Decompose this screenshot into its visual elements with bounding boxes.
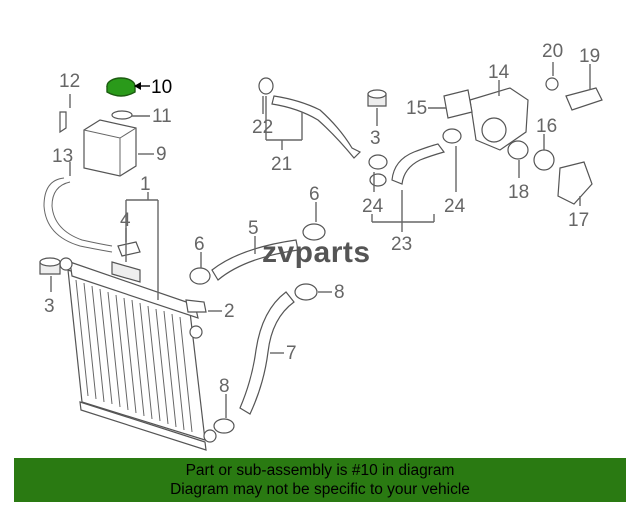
- label-part-3-left: 3: [44, 296, 55, 317]
- part-21-pipe: [271, 95, 362, 159]
- part-23-hose: [391, 143, 446, 185]
- part-18-gasket: [507, 140, 529, 160]
- label-part-24-right: 24: [444, 196, 466, 217]
- label-part-2: 2: [224, 301, 235, 322]
- label-part-21: 21: [271, 154, 292, 175]
- label-part-5: 5: [248, 218, 259, 239]
- label-part-1: 1: [140, 174, 151, 195]
- part-20-o-ring: [545, 77, 559, 91]
- label-part-3-right: 3: [370, 128, 381, 149]
- part-5-hose: [211, 239, 299, 281]
- label-part-18: 18: [508, 182, 529, 203]
- watermark-logo: zvparts: [262, 236, 371, 269]
- label-part-9: 9: [156, 144, 167, 165]
- part-7-lower-hose: [239, 291, 295, 415]
- parts-diagram: 1 2 3 3 4 5 6 6 7 8 8 9 10 11 12 13 14 1…: [39, 41, 603, 451]
- part-24-clamp-b: [442, 128, 462, 144]
- part-9-reservoir: [83, 119, 137, 177]
- part-8-clamp-b: [213, 418, 235, 434]
- label-part-24-left: 24: [362, 196, 384, 217]
- label-part-15: 15: [406, 98, 427, 119]
- part-6-clamp-b: [302, 223, 326, 241]
- footer-banner: Part or sub-assembly is #10 in diagram D…: [14, 458, 626, 502]
- label-part-11: 11: [152, 106, 172, 127]
- part-13-overflow-hose: [43, 177, 113, 253]
- label-part-7: 7: [286, 343, 297, 364]
- part-19-pipe: [565, 87, 603, 111]
- part-14-housing: [469, 87, 529, 151]
- part-6-clamp-a: [189, 267, 211, 285]
- part-15-gasket: [443, 89, 473, 119]
- part-22-o-ring: [258, 77, 274, 95]
- label-part-10: 10: [151, 77, 172, 98]
- label-part-23: 23: [391, 234, 412, 255]
- label-part-12: 12: [59, 71, 80, 92]
- label-part-14: 14: [488, 62, 510, 83]
- label-part-8-right: 8: [334, 282, 345, 303]
- part-3-bushing-left: [39, 257, 61, 275]
- part-3-bushing-right: [367, 89, 387, 107]
- label-part-13: 13: [52, 146, 73, 167]
- radiator: [59, 257, 217, 451]
- label-part-8-bottom: 8: [219, 376, 230, 397]
- part-8-clamp-a: [294, 283, 318, 301]
- label-part-6-right: 6: [309, 184, 320, 205]
- label-part-6-left: 6: [194, 234, 205, 255]
- part-24-clamp-c: [369, 173, 387, 187]
- label-part-16: 16: [536, 116, 557, 137]
- label-part-19: 19: [579, 46, 600, 67]
- part-12-bracket: [59, 111, 67, 134]
- label-part-17: 17: [568, 210, 589, 231]
- part-17-thermostat-housing: [557, 161, 593, 205]
- label-part-22: 22: [252, 117, 273, 138]
- part-16-thermostat: [533, 149, 555, 171]
- footer-line-2: Diagram may not be specific to your vehi…: [170, 481, 470, 498]
- part-4-drain-plug: [117, 241, 141, 257]
- part-2-clip: [185, 299, 207, 313]
- leader-lines: [50, 62, 591, 418]
- part-10-reservoir-cap: [106, 77, 136, 97]
- footer-line-1: Part or sub-assembly is #10 in diagram: [185, 462, 455, 479]
- part-24-clamp-a: [368, 154, 388, 170]
- label-part-20: 20: [542, 41, 563, 62]
- part-11-o-ring: [111, 110, 133, 120]
- label-part-4: 4: [120, 210, 131, 231]
